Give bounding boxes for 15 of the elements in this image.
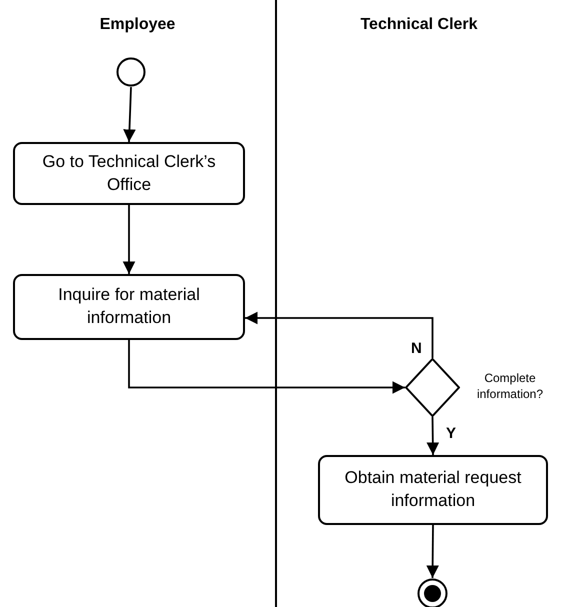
end-node: [417, 578, 448, 607]
arrow: [122, 205, 136, 274]
arrow: [128, 340, 405, 394]
arrow: [245, 312, 434, 358]
activity-box: Inquire for material information: [13, 274, 245, 340]
activity-box: Obtain material request information: [318, 455, 548, 525]
decision-diamond: [405, 358, 460, 417]
arrow: [123, 86, 136, 142]
activity-box: Go to Technical Clerk’s Office: [13, 142, 245, 205]
lane-heading: Technical Clerk: [359, 16, 479, 34]
condition-label: Complete information?: [476, 371, 544, 402]
arrow: [426, 416, 440, 456]
arrow: [426, 525, 439, 578]
lane-heading: Employee: [98, 16, 176, 34]
start-node: [116, 57, 146, 87]
